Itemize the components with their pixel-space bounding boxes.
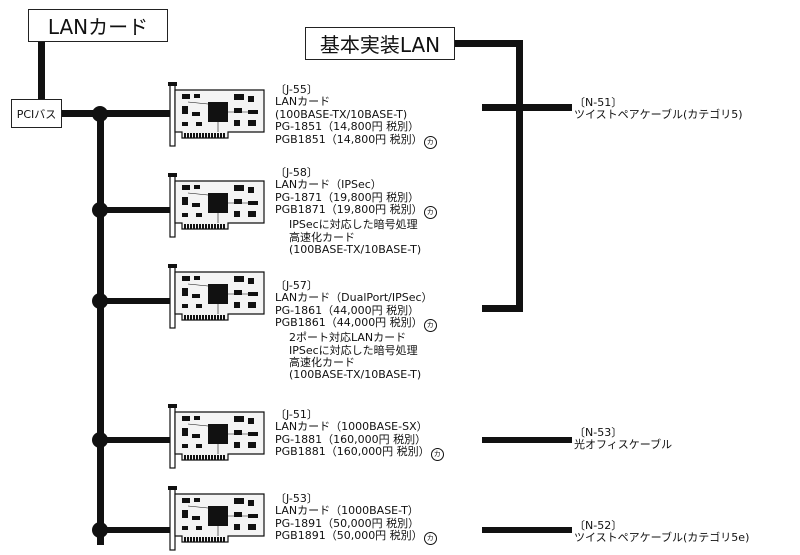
card-name: LANカード（DualPort/IPSec）: [275, 291, 433, 305]
card-price-pgb: PGB1861（44,000円 税別）: [275, 316, 423, 330]
cable-name: ツイストペアケーブル(カテゴリ5e): [574, 531, 750, 545]
connector-line: [100, 207, 170, 213]
junction-dot: [92, 293, 108, 309]
connector-line: [516, 40, 523, 312]
card-name: LANカード（1000BASE-T）: [275, 504, 419, 518]
card-price-pg: PG-1851（14,800円 税別）: [275, 120, 420, 134]
card-code: 〔J-53〕: [275, 492, 318, 505]
junction-dot: [92, 432, 108, 448]
card-code: 〔J-51〕: [275, 408, 318, 421]
card-price-pg: PG-1861（44,000円 税別）: [275, 303, 420, 317]
card-price-pgb: PGB1881（160,000円 税別）: [275, 445, 430, 459]
cable-info-n51: 〔N-51〕 ツイストペアケーブル(カテゴリ5): [574, 96, 743, 122]
card-code: 〔J-58〕: [275, 166, 318, 179]
circled-ka-mark: カ: [423, 319, 437, 333]
circled-ka-mark: カ: [423, 206, 437, 220]
connector-line: [482, 305, 520, 312]
circled-ka-mark: カ: [423, 532, 437, 546]
card-note: 高速化カード: [289, 356, 355, 370]
cable-name: 光オフィスケーブル: [574, 438, 673, 452]
cable-code: 〔N-51〕: [574, 96, 623, 109]
card-note: 高速化カード: [289, 230, 355, 244]
connector-line: [482, 437, 572, 443]
card-note: IPSecに対応した暗号処理: [289, 343, 418, 357]
cable-code: 〔N-53〕: [574, 426, 623, 439]
card-info-j55: 〔J-55〕 LANカード (100BASE-TX/10BASE-T) PG-1…: [275, 83, 437, 149]
lan-card-box-label: LANカード: [47, 15, 149, 39]
junction-dot: [92, 522, 108, 538]
junction-dot: [92, 106, 108, 122]
lan-card-image: [168, 82, 265, 147]
card-graphic: [168, 264, 265, 329]
cable-code: 〔N-52〕: [574, 519, 623, 532]
connector-line: [100, 298, 170, 304]
connector-line: [100, 437, 170, 443]
pci-bus-label: PCIバス: [16, 107, 57, 121]
bus-line: [97, 113, 104, 545]
cable-info-n53: 〔N-53〕 光オフィスケーブル: [574, 426, 673, 452]
lan-card-image: [168, 486, 265, 551]
card-info-j53: 〔J-53〕 LANカード（1000BASE-T） PG-1891（50,000…: [275, 492, 437, 546]
card-price-pgb-row: PGB1871（19,800円 税別）カ: [275, 203, 437, 220]
base-lan-box-label: 基本実装LAN: [319, 33, 441, 57]
card-price-pg: PG-1881（160,000円 税別）: [275, 432, 427, 446]
connector-line: [455, 40, 522, 47]
card-price-pgb-row: PGB1881（160,000円 税別）カ: [275, 445, 444, 462]
base-lan-box: 基本実装LAN: [305, 27, 455, 60]
card-graphic: [168, 173, 265, 238]
junction-dot: [92, 202, 108, 218]
card-note: IPSecに対応した暗号処理: [289, 218, 418, 232]
lan-card-image: [168, 264, 265, 329]
card-note: 2ポート対応LANカード: [289, 331, 407, 345]
lan-card-image: [168, 404, 265, 469]
pci-bus-box: PCIバス: [11, 99, 62, 128]
connector-line: [62, 110, 170, 117]
card-note: (100BASE-TX/10BASE-T): [289, 368, 422, 382]
card-price-pgb: PGB1871（19,800円 税別）: [275, 203, 423, 217]
card-note: (100BASE-TX/10BASE-T): [289, 243, 422, 257]
card-spec: (100BASE-TX/10BASE-T): [275, 107, 408, 121]
connector-line: [482, 527, 572, 533]
card-code: 〔J-55〕: [275, 83, 318, 96]
card-price-pgb-row: PGB1891（50,000円 税別）カ: [275, 529, 437, 546]
card-code: 〔J-57〕: [275, 279, 318, 292]
card-price-pg: PG-1891（50,000円 税別）: [275, 516, 420, 530]
card-graphic: [168, 82, 265, 147]
card-name: LANカード: [275, 95, 331, 109]
card-info-j51: 〔J-51〕 LANカード（1000BASE-SX） PG-1881（160,0…: [275, 408, 444, 462]
card-price-pgb-row: PGB1861（44,000円 税別）カ: [275, 316, 437, 333]
cable-name: ツイストペアケーブル(カテゴリ5): [574, 108, 743, 122]
connector-line: [38, 42, 45, 100]
lan-card-image: [168, 173, 265, 238]
card-price-pgb-row: PGB1851（14,800円 税別）カ: [275, 132, 437, 149]
card-info-j57: 〔J-57〕 LANカード（DualPort/IPSec） PG-1861（44…: [275, 279, 437, 382]
card-price-pg: PG-1871（19,800円 税別）: [275, 190, 420, 204]
cable-info-n52: 〔N-52〕 ツイストペアケーブル(カテゴリ5e): [574, 519, 750, 545]
card-graphic: [168, 486, 265, 551]
circled-ka-mark: カ: [423, 135, 437, 149]
card-info-j58: 〔J-58〕 LANカード（IPSec） PG-1871（19,800円 税別）…: [275, 166, 437, 257]
connector-line: [100, 527, 170, 533]
card-price-pgb: PGB1891（50,000円 税別）: [275, 529, 423, 543]
card-price-pgb: PGB1851（14,800円 税別）: [275, 132, 423, 146]
lan-card-box: LANカード: [28, 9, 168, 42]
card-graphic: [168, 404, 265, 469]
connector-line: [482, 104, 572, 111]
card-name: LANカード（1000BASE-SX）: [275, 420, 428, 434]
card-name: LANカード（IPSec）: [275, 178, 382, 192]
circled-ka-mark: カ: [430, 448, 444, 462]
